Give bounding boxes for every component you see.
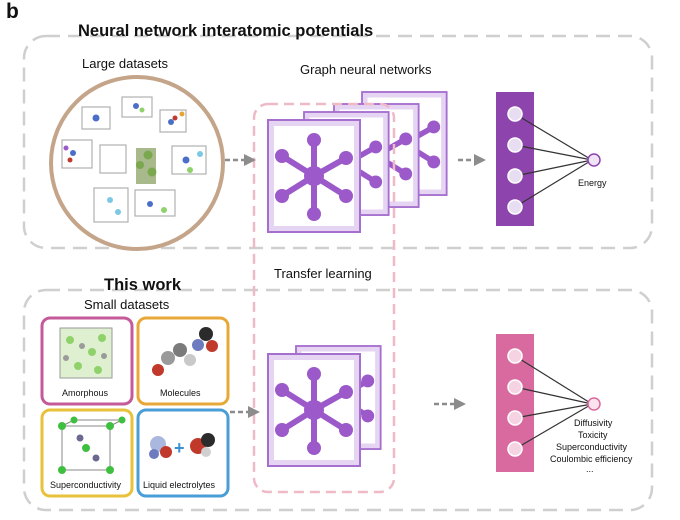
molecules-label: Molecules — [160, 388, 201, 398]
bottom-section-frame — [22, 288, 654, 512]
tile-liquid-electrolytes — [136, 408, 230, 498]
electrolyte-molecules-image: + — [149, 433, 215, 459]
panel-letter: b — [6, 0, 19, 23]
liquid-electrolytes-label: Liquid electrolytes — [143, 480, 216, 490]
small-datasets-label: Small datasets — [84, 297, 170, 312]
superconductivity-label: Superconductivity — [50, 480, 122, 490]
property-output-node — [587, 397, 601, 411]
amorphous-label: Amorphous — [62, 388, 109, 398]
energy-label: Energy — [578, 178, 607, 188]
crystal-structures-cluster — [61, 96, 207, 223]
gnn-layer-1-top — [268, 120, 360, 232]
output-diffusivity: Diffusivity — [574, 418, 613, 428]
output-ellipsis: ... — [586, 464, 594, 474]
transfer-learning-frame — [252, 102, 396, 494]
gnn-label: Graph neural networks — [300, 62, 432, 77]
top-section-title: Neural network interatomic potentials — [78, 22, 374, 40]
top-section-frame — [22, 34, 654, 250]
output-superconductivity: Superconductivity — [556, 442, 628, 452]
transfer-learning-label: Transfer learning — [274, 266, 372, 281]
superconductor-lattice-image — [58, 416, 126, 474]
output-toxicity: Toxicity — [578, 430, 608, 440]
amorphous-structure-image — [59, 327, 113, 379]
molecule-image — [152, 327, 218, 376]
output-coulombic-efficiency: Coulombic efficiency — [550, 454, 633, 464]
bottom-section-title: This work — [104, 276, 182, 294]
large-datasets-label: Large datasets — [82, 56, 169, 71]
energy-output-node — [587, 153, 601, 167]
svg-text:+: + — [174, 438, 185, 458]
gnn-layer-1-bottom — [268, 354, 360, 466]
